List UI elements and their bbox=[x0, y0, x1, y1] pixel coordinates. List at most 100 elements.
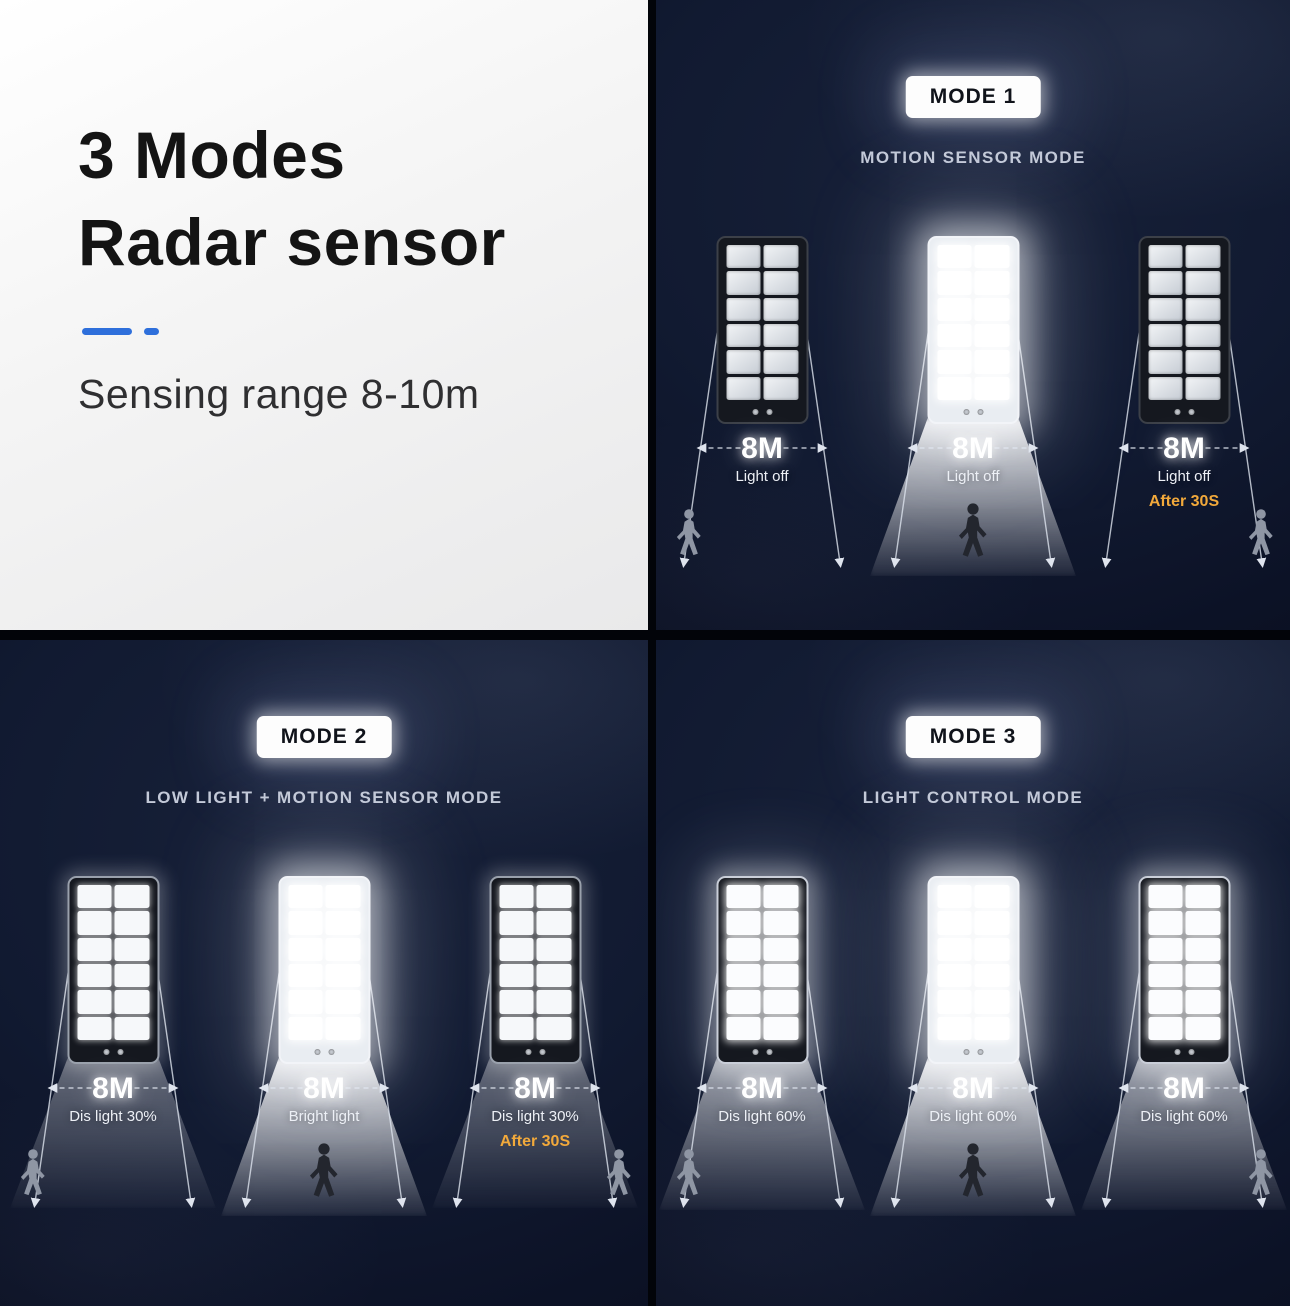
led-cell bbox=[77, 990, 112, 1014]
lamp-group: 8M Light off bbox=[657, 236, 868, 628]
led-cell bbox=[288, 885, 323, 909]
led-cell bbox=[1148, 911, 1183, 935]
lamp-state-label: Bright light bbox=[288, 1108, 360, 1125]
led-cell bbox=[499, 990, 534, 1014]
led-cell bbox=[114, 911, 149, 935]
led-cell bbox=[1148, 271, 1183, 295]
range-label: 8M bbox=[741, 1072, 783, 1105]
led-cell bbox=[937, 1016, 972, 1040]
led-cell bbox=[1185, 990, 1220, 1014]
led-cell bbox=[1185, 350, 1220, 374]
street-lamp bbox=[927, 236, 1019, 424]
mode2-panel: MODE 2 LOW LIGHT + MOTION SENSOR MODE 8M… bbox=[0, 640, 648, 1306]
led-cell bbox=[325, 911, 360, 935]
lamp-state-label: Dis light 60% bbox=[929, 1108, 1017, 1125]
led-cell bbox=[974, 964, 1009, 988]
led-cell bbox=[726, 376, 761, 400]
led-panel bbox=[288, 885, 360, 1040]
led-cell bbox=[536, 964, 571, 988]
range-label: 8M bbox=[1163, 432, 1205, 465]
street-lamp bbox=[927, 876, 1019, 1064]
led-cell bbox=[726, 885, 761, 909]
led-cell bbox=[974, 271, 1009, 295]
led-cell bbox=[1148, 245, 1183, 269]
mode-subtitle: LIGHT CONTROL MODE bbox=[862, 788, 1084, 807]
led-panel bbox=[937, 245, 1009, 400]
mode-subtitle: MOTION SENSOR MODE bbox=[860, 148, 1086, 167]
led-cell bbox=[536, 937, 571, 961]
pedestrian-icon bbox=[602, 1148, 636, 1198]
led-cell bbox=[937, 964, 972, 988]
led-panel bbox=[499, 885, 571, 1040]
lamp-group: 8M Dis light 30% After 30S bbox=[430, 876, 641, 1268]
pedestrian-icon bbox=[672, 1148, 706, 1198]
lamp-group: 8M Light off After 30S bbox=[1079, 236, 1290, 628]
led-cell bbox=[325, 990, 360, 1014]
led-cell bbox=[763, 324, 798, 348]
led-cell bbox=[763, 297, 798, 321]
led-cell bbox=[1185, 1016, 1220, 1040]
led-cell bbox=[763, 964, 798, 988]
lamp-group: 8M Light off bbox=[868, 236, 1079, 628]
sensor-dots bbox=[958, 1047, 988, 1056]
led-cell bbox=[974, 990, 1009, 1014]
headline: 3 Modes Radar sensor bbox=[78, 112, 618, 286]
led-cell bbox=[288, 1016, 323, 1040]
street-lamp bbox=[489, 876, 581, 1064]
led-cell bbox=[726, 350, 761, 374]
sensor-dots bbox=[747, 407, 777, 416]
led-cell bbox=[726, 937, 761, 961]
mode-badge: MODE 3 bbox=[905, 716, 1041, 758]
led-cell bbox=[763, 1016, 798, 1040]
led-cell bbox=[1148, 350, 1183, 374]
range-label: 8M bbox=[303, 1072, 345, 1105]
led-cell bbox=[1148, 937, 1183, 961]
led-cell bbox=[937, 911, 972, 935]
led-cell bbox=[1185, 911, 1220, 935]
led-panel bbox=[726, 245, 798, 400]
lamp-state-label: Light off bbox=[735, 468, 789, 485]
range-label: 8M bbox=[952, 432, 994, 465]
led-cell bbox=[763, 245, 798, 269]
lamp-state-label: Light off bbox=[946, 468, 1000, 485]
lamp-row: 8M Light off 8M Light off bbox=[657, 236, 1290, 628]
led-cell bbox=[937, 271, 972, 295]
led-cell bbox=[114, 990, 149, 1014]
led-cell bbox=[1148, 1016, 1183, 1040]
led-cell bbox=[1185, 324, 1220, 348]
led-panel bbox=[937, 885, 1009, 1040]
lamp-state-label: Dis light 30% bbox=[69, 1108, 157, 1125]
lamp-after-note: After 30S bbox=[1148, 493, 1220, 510]
pedestrian-icon bbox=[1244, 508, 1278, 558]
lamp-group: 8M Dis light 60% bbox=[1079, 876, 1290, 1268]
led-cell bbox=[726, 990, 761, 1014]
led-cell bbox=[726, 324, 761, 348]
led-cell bbox=[763, 937, 798, 961]
sensor-dots bbox=[747, 1047, 777, 1056]
lamp-group: 8M Bright light bbox=[219, 876, 430, 1268]
led-cell bbox=[1148, 297, 1183, 321]
led-cell bbox=[1185, 937, 1220, 961]
led-cell bbox=[1185, 885, 1220, 909]
lamp-row: 8M Dis light 30% 8M Bright light bbox=[8, 876, 641, 1268]
led-cell bbox=[114, 885, 149, 909]
led-cell bbox=[536, 911, 571, 935]
range-label: 8M bbox=[1163, 1072, 1205, 1105]
street-lamp bbox=[716, 236, 808, 424]
led-cell bbox=[763, 911, 798, 935]
sensor-dots bbox=[520, 1047, 550, 1056]
lamp-group: 8M Dis light 30% bbox=[8, 876, 219, 1268]
led-cell bbox=[325, 885, 360, 909]
headline-line2: Radar sensor bbox=[78, 205, 506, 280]
led-cell bbox=[77, 937, 112, 961]
pedestrian-icon bbox=[953, 1142, 993, 1200]
led-cell bbox=[1148, 885, 1183, 909]
led-cell bbox=[763, 271, 798, 295]
led-cell bbox=[288, 990, 323, 1014]
led-cell bbox=[726, 1016, 761, 1040]
mode3-panel: MODE 3 LIGHT CONTROL MODE 8M Dis light 6… bbox=[656, 640, 1290, 1306]
pedestrian-icon bbox=[16, 1148, 50, 1198]
led-cell bbox=[1148, 324, 1183, 348]
lamp-state-label: Dis light 60% bbox=[1140, 1108, 1228, 1125]
mode-subtitle: LOW LIGHT + MOTION SENSOR MODE bbox=[145, 788, 503, 807]
